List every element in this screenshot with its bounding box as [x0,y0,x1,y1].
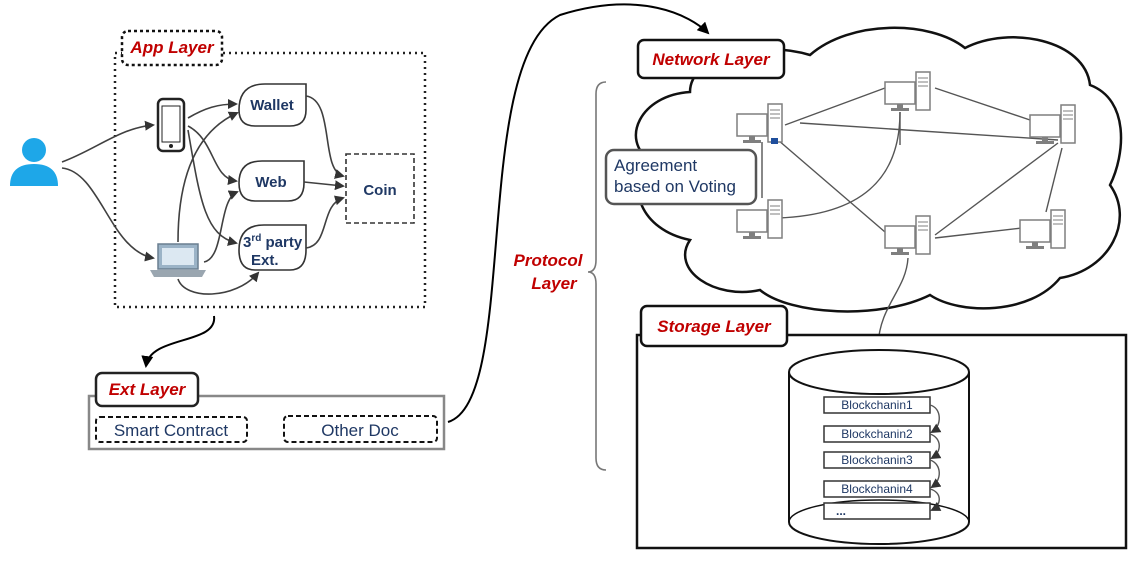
storage-layer-title-box [639,304,789,348]
agreement-line1: Agreement [614,156,697,175]
blockchain-block-1-label: Blockchanin1 [841,398,913,412]
app-layer-title-box [120,29,224,67]
server-port [771,138,778,144]
other-doc-box [283,415,438,443]
app-to-ext-edge [141,315,216,368]
web-to-coin-edge [303,180,345,191]
protocol-layer-line2: Layer [531,274,578,293]
chain-links [929,404,942,511]
web-label: Web [255,174,286,191]
app-layer-title: App Layer [129,38,215,57]
third-party-label: 3rd party [243,233,303,251]
network-to-storage-edge [873,257,909,347]
wallet-label: Wallet [250,97,294,114]
coin-label: Coin [363,182,396,199]
protocol-layer-line1: Protocol [514,251,584,270]
laptop-icon [150,243,206,277]
phone-to-web-edge [187,125,238,185]
protocol-brace [587,81,607,471]
phone-to-wallet-edge [187,99,238,119]
laptop-to-web-edge [203,190,239,263]
network-cloud [634,26,1123,313]
laptop-to-wallet-edge [177,111,239,243]
third-party-ext-label: Ext. [251,252,279,269]
blockchain-block-2-label: Blockchanin2 [841,427,913,441]
third-party-ext-node [238,224,307,271]
blockchain-block-4-label: Blockchanin4 [841,482,913,496]
web-node [238,160,305,202]
ext-layer-title: Ext Layer [109,380,187,399]
user-icon [10,138,58,186]
user-to-laptop-edge [61,167,155,262]
smartphone-icon [156,97,186,153]
smart-contract-box [95,416,248,443]
blockchain-block-3-label: Blockchanin3 [841,453,913,467]
phone-to-third-party-edge [187,129,238,246]
agreement-line2: based on Voting [614,177,736,196]
storage-layer-title: Storage Layer [657,317,772,336]
network-edges [761,87,1063,239]
laptop-to-third-party-edge [177,271,260,295]
blockchain-block-more-label: ... [836,504,846,518]
network-layer-title: Network Layer [652,50,771,69]
coin-node [345,153,415,224]
agreement-box [604,148,758,206]
network-layer-title-box [636,38,786,80]
wallet-to-coin-edge [305,95,345,179]
third-party-to-coin-edge [305,195,345,249]
ext-to-network-edge [447,3,710,423]
smart-contract-label: Smart Contract [114,421,229,440]
wallet-node [238,83,307,127]
other-doc-label: Other Doc [321,421,399,440]
ext-layer-title-box [94,371,200,408]
user-to-phone-edge [61,120,155,163]
blockchain-block-more [823,502,931,520]
